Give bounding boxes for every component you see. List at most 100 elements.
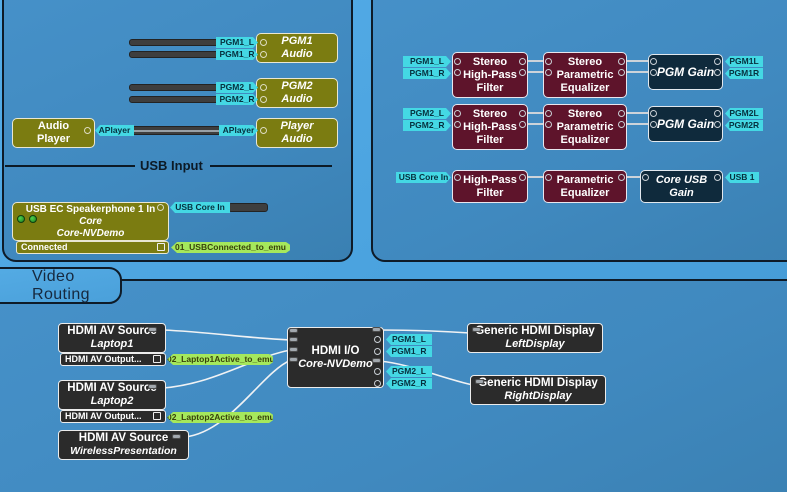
- event-tag-laptop1-active[interactable]: 02_Laptop1Active_to_emu: [167, 354, 275, 364]
- port[interactable]: [618, 121, 625, 128]
- audio-wire[interactable]: [228, 203, 268, 212]
- wire-label-r2-in1[interactable]: PGM2_L: [403, 108, 451, 119]
- hdmi-out-port[interactable]: [372, 327, 381, 332]
- port[interactable]: [714, 69, 721, 76]
- wire-label-aplayer-in[interactable]: APlayer: [219, 125, 258, 136]
- stereo-peq-2-block[interactable]: Stereo Parametric Equalizer: [543, 104, 627, 150]
- hdmi-port[interactable]: [472, 327, 481, 332]
- event-tag-laptop2-active[interactable]: 02_Laptop2Active_to_emu: [167, 412, 275, 422]
- usb-speakerphone-out-port[interactable]: [157, 204, 164, 211]
- pgm2-l-port[interactable]: [260, 84, 267, 91]
- wire-label-pgm2-l[interactable]: PGM2_L: [216, 82, 258, 93]
- port[interactable]: [545, 58, 552, 65]
- hdmi-port[interactable]: [148, 327, 157, 332]
- stereo-hpf-1-block[interactable]: Stereo High-Pass Filter: [452, 52, 528, 98]
- hdmi-in-port[interactable]: [289, 357, 298, 362]
- hdmi-port[interactable]: [172, 434, 181, 439]
- port[interactable]: [650, 110, 657, 117]
- wire-label-r2-in2[interactable]: PGM2_R: [403, 120, 451, 131]
- pgm2-r-port[interactable]: [260, 96, 267, 103]
- audio-wire[interactable]: [129, 96, 219, 103]
- wire-label-io-pgm2-r[interactable]: PGM2_R: [386, 378, 432, 389]
- port[interactable]: [519, 174, 526, 181]
- audio-out-port[interactable]: [374, 368, 381, 375]
- hdmi-source-laptop2-block[interactable]: HDMI AV Source Laptop2: [58, 380, 166, 410]
- hdmi-in-port[interactable]: [289, 347, 298, 352]
- port[interactable]: [545, 121, 552, 128]
- audio-player-out-port[interactable]: [84, 127, 91, 134]
- port[interactable]: [714, 121, 721, 128]
- pgm-gain-1-block[interactable]: PGM Gain: [648, 54, 723, 90]
- video-routing-tab[interactable]: Video Routing: [0, 267, 122, 304]
- usb-connected-checkbox[interactable]: [157, 243, 165, 251]
- port[interactable]: [650, 58, 657, 65]
- wire-label-aplayer-out[interactable]: APlayer: [95, 125, 134, 136]
- wire-label-r2-out2[interactable]: PGM2R: [725, 120, 763, 131]
- hdmi-display-left-block[interactable]: Generic HDMI Display LeftDisplay: [467, 323, 603, 353]
- hdmi-in-port[interactable]: [289, 337, 298, 342]
- hpf-usb-block[interactable]: High-Pass Filter: [452, 170, 528, 203]
- hdmi-source-laptop1-block[interactable]: HDMI AV Source Laptop1: [58, 323, 166, 353]
- event-tag-usb-connected[interactable]: 01_USBConnected_to_emu: [171, 242, 290, 253]
- port[interactable]: [454, 174, 461, 181]
- wire-label-r2-out1[interactable]: PGM2L: [725, 108, 763, 119]
- wire-label-r1-out1[interactable]: PGM1L: [725, 56, 763, 67]
- usb-speakerphone-block[interactable]: USB EC Speakerphone 1 In Core Core-NVDem…: [12, 202, 169, 241]
- pgm1-r-port[interactable]: [260, 51, 267, 58]
- port[interactable]: [650, 69, 657, 76]
- wire-label-pgm2-r[interactable]: PGM2_R: [216, 94, 258, 105]
- port[interactable]: [714, 110, 721, 117]
- hdmi-port[interactable]: [475, 379, 484, 384]
- audio-wire[interactable]: [129, 39, 219, 46]
- wire-label-r1-in2[interactable]: PGM1_R: [403, 68, 451, 79]
- port[interactable]: [454, 121, 461, 128]
- port[interactable]: [618, 110, 625, 117]
- laptop2-output-checkbox[interactable]: [153, 412, 161, 420]
- hdmi-display-right-block[interactable]: Generic HDMI Display RightDisplay: [470, 375, 606, 405]
- peq-usb-block[interactable]: Parametric Equalizer: [543, 170, 627, 203]
- pgm1-audio-block[interactable]: PGM1 Audio: [256, 33, 338, 63]
- port[interactable]: [545, 110, 552, 117]
- wire-label-r1-out2[interactable]: PGM1R: [725, 68, 763, 79]
- port[interactable]: [519, 121, 526, 128]
- port[interactable]: [519, 58, 526, 65]
- port[interactable]: [714, 58, 721, 65]
- hdmi-port[interactable]: [148, 384, 157, 389]
- core-usb-gain-block[interactable]: Core USB Gain: [640, 170, 723, 203]
- audio-out-port[interactable]: [374, 348, 381, 355]
- laptop2-output-row[interactable]: HDMI AV Output...: [60, 410, 166, 423]
- wire-label-r3-in1[interactable]: USB Core In: [396, 172, 451, 183]
- hdmi-source-wireless-block[interactable]: HDMI AV Source WirelessPresentation: [58, 430, 189, 460]
- port[interactable]: [650, 121, 657, 128]
- audio-out-port[interactable]: [374, 336, 381, 343]
- usb-connected-row[interactable]: Connected: [16, 241, 169, 254]
- laptop1-output-checkbox[interactable]: [153, 355, 161, 363]
- wire-label-io-pgm1-r[interactable]: PGM1_R: [386, 346, 432, 357]
- stereo-hpf-2-block[interactable]: Stereo High-Pass Filter: [452, 104, 528, 150]
- port[interactable]: [454, 58, 461, 65]
- stereo-peq-1-block[interactable]: Stereo Parametric Equalizer: [543, 52, 627, 98]
- port[interactable]: [454, 69, 461, 76]
- port[interactable]: [545, 174, 552, 181]
- player-audio-block[interactable]: Player Audio: [256, 118, 338, 148]
- wire-label-r3-out1[interactable]: USB 1: [725, 172, 759, 183]
- wire-label-io-pgm1-l[interactable]: PGM1_L: [386, 334, 432, 345]
- port[interactable]: [519, 69, 526, 76]
- audio-wire[interactable]: [129, 84, 219, 91]
- wire-label-usb-core-in[interactable]: USB Core In: [170, 202, 230, 213]
- port[interactable]: [618, 58, 625, 65]
- audio-wire[interactable]: [130, 126, 222, 135]
- audio-player-block[interactable]: Audio Player: [12, 118, 95, 148]
- audio-wire[interactable]: [129, 51, 219, 58]
- port[interactable]: [618, 174, 625, 181]
- pgm2-audio-block[interactable]: PGM2 Audio: [256, 78, 338, 108]
- player-audio-in-port[interactable]: [260, 127, 267, 134]
- laptop1-output-row[interactable]: HDMI AV Output...: [60, 353, 166, 366]
- wire-label-r1-in1[interactable]: PGM1_L: [403, 56, 451, 67]
- wire-label-pgm1-l[interactable]: PGM1_L: [216, 37, 258, 48]
- wire-label-io-pgm2-l[interactable]: PGM2_L: [386, 366, 432, 377]
- pgm1-l-port[interactable]: [260, 39, 267, 46]
- hdmi-in-port[interactable]: [289, 328, 298, 333]
- port[interactable]: [642, 174, 649, 181]
- port[interactable]: [454, 110, 461, 117]
